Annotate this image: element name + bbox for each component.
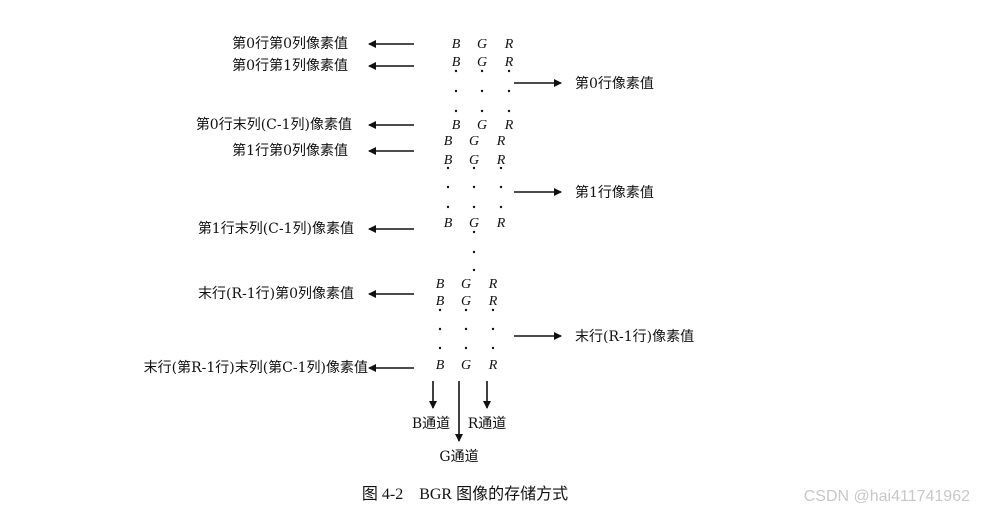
ellipsis-row0 bbox=[454, 69, 511, 113]
svg-text:G: G bbox=[461, 294, 471, 309]
label-row1-group: 第1行像素值 bbox=[575, 184, 654, 201]
label-row0-last: 第0行末列(C-1列)像素值 bbox=[196, 116, 352, 133]
triplet-row1-col0-b: B G R bbox=[444, 153, 506, 168]
svg-text:R: R bbox=[488, 277, 498, 292]
svg-text:G: G bbox=[469, 134, 479, 149]
label-last-row-last: 末行(第R-1行)末列(第C-1列)像素值 bbox=[144, 359, 368, 376]
ellipsis-rows bbox=[472, 230, 476, 272]
svg-text:B: B bbox=[444, 153, 453, 168]
label-row1-last: 第1行末列(C-1列)像素值 bbox=[198, 220, 354, 237]
svg-text:B: B bbox=[452, 118, 461, 133]
svg-text:G: G bbox=[477, 55, 487, 70]
label-r-channel: R通道 bbox=[468, 416, 507, 432]
svg-text:R: R bbox=[504, 118, 514, 133]
label-row0-col1: 第0行第1列像素值 bbox=[232, 57, 348, 74]
svg-text:B: B bbox=[436, 358, 445, 373]
label-g-channel: G通道 bbox=[439, 449, 478, 465]
triplet-row0-last: B G R bbox=[452, 118, 514, 133]
svg-text:R: R bbox=[504, 37, 514, 52]
watermark: CSDN @hai411741962 bbox=[804, 488, 970, 505]
label-last-row-group: 末行(R-1行)像素值 bbox=[575, 329, 694, 345]
svg-text:G: G bbox=[477, 37, 487, 52]
svg-text:R: R bbox=[504, 55, 514, 70]
svg-text:B: B bbox=[436, 294, 445, 309]
svg-text:B: B bbox=[452, 55, 461, 70]
triplet-last-row-last: B G R bbox=[436, 358, 498, 373]
label-row0-col0: 第0行第0列像素值 bbox=[232, 35, 348, 52]
svg-text:B: B bbox=[444, 134, 453, 149]
svg-text:B: B bbox=[444, 216, 453, 231]
label-b-channel: B通道 bbox=[412, 416, 450, 432]
svg-text:B: B bbox=[436, 277, 445, 292]
triplet-row1-col0-a: B G R bbox=[444, 134, 506, 149]
figure-caption: 图 4-2 BGR 图像的存储方式 bbox=[362, 485, 568, 503]
triplet-row1-last: B G R bbox=[444, 216, 506, 231]
svg-text:R: R bbox=[496, 134, 506, 149]
ellipsis-row1 bbox=[446, 166, 503, 209]
svg-text:G: G bbox=[477, 118, 487, 133]
svg-text:G: G bbox=[469, 216, 479, 231]
svg-text:R: R bbox=[496, 216, 506, 231]
ellipsis-last-row bbox=[438, 308, 495, 350]
svg-text:R: R bbox=[496, 153, 506, 168]
triplet-row0-col1: B G R bbox=[452, 55, 514, 70]
triplet-row0-col0: B G R bbox=[452, 37, 514, 52]
svg-text:G: G bbox=[461, 277, 471, 292]
label-row1-col0: 第1行第0列像素值 bbox=[232, 142, 348, 159]
svg-text:G: G bbox=[461, 358, 471, 373]
svg-text:R: R bbox=[488, 358, 498, 373]
triplet-last-row-col0-b: B G R bbox=[436, 294, 498, 309]
svg-text:G: G bbox=[469, 153, 479, 168]
svg-text:B: B bbox=[452, 37, 461, 52]
label-last-row-col0: 末行(R-1行)第0列像素值 bbox=[198, 285, 354, 302]
label-row0-group: 第0行像素值 bbox=[575, 75, 654, 92]
svg-text:R: R bbox=[488, 294, 498, 309]
triplet-last-row-col0-a: B G R bbox=[436, 277, 498, 292]
